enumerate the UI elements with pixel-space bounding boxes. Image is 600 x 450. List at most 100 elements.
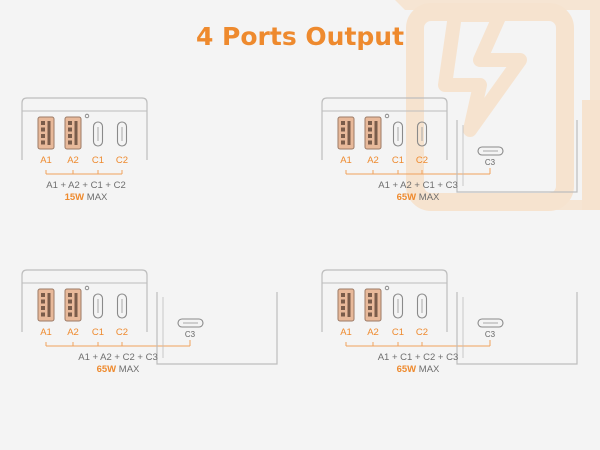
port-label: C2 [115,155,129,166]
usb-c-port-icon [477,146,504,156]
usb-a-pin [68,127,72,132]
usb-a-port-icon [37,288,55,322]
usb-a-pin [68,121,72,125]
port-label: A2 [67,155,79,166]
usb-a-pin [341,312,345,317]
usb-a-port-icon [37,116,55,150]
max-power: 65W MAX [318,192,518,203]
usb-a-pin [41,140,45,145]
usb-a-pin [368,312,372,317]
usb-a-port-icon [337,288,355,322]
port-panel [321,269,578,365]
usb-a-tongue [47,293,51,317]
indicator-dot [84,285,90,291]
usb-c-port-icon [177,318,204,328]
port-label: A1 [40,327,52,338]
power-unit: MAX [116,364,140,375]
usb-a-port-icon [64,288,82,322]
charger-body-outline [321,269,448,332]
port-label: C1 [391,155,405,166]
lightning-bolt-icon [438,8,527,137]
usb-a-pin [41,134,45,138]
port-label: C2 [415,155,429,166]
port-label: A2 [367,327,379,338]
usb-a-tongue [374,293,378,317]
usb-a-tongue [47,121,51,145]
usb-a-pin [368,127,372,132]
charger-body-outline [21,97,148,160]
usb-a-pin [68,293,72,297]
power-unit: MAX [416,364,440,375]
output-combination: A1 + A2 + C1 + C3 [378,180,458,191]
usb-a-tongue [74,293,78,317]
port-label: A2 [367,155,379,166]
usb-c-port-icon [392,293,404,319]
usb-a-pin [68,140,72,145]
usb-a-pin [341,299,345,304]
usb-a-tongue [347,293,351,317]
page-title: 4 Ports Output [195,22,405,51]
port-label: A1 [340,327,352,338]
output-combination: A1 + A2 + C1 + C2 [46,180,126,191]
power-unit: MAX [416,192,440,203]
usb-a-pin [41,121,45,125]
usb-a-pin [368,134,372,138]
usb-c-port-icon [392,121,404,147]
max-power: 15W MAX [0,192,186,203]
usb-a-pin [341,134,345,138]
usb-c-port-icon [92,121,104,147]
max-power: 65W MAX [318,364,518,375]
usb-a-pin [341,293,345,297]
usb-a-pin [41,127,45,132]
usb-a-port-icon [364,116,382,150]
usb-c-port-icon [416,121,428,147]
port-label-c3: C3 [184,330,196,339]
output-combination: A1 + C1 + C2 + C3 [377,352,459,363]
watermark-bar [582,100,600,210]
usb-a-pin [368,293,372,297]
indicator-dot [84,113,90,119]
power-value: 65W [396,192,417,203]
usb-c-port-icon [116,293,128,319]
port-label: C2 [115,327,129,338]
usb-a-pin [368,299,372,304]
usb-a-pin [368,306,372,310]
max-power: 65W MAX [18,364,218,375]
usb-c-port-icon [92,293,104,319]
power-unit: MAX [84,192,108,203]
port-label: A1 [340,155,352,166]
usb-a-port-icon [364,288,382,322]
usb-a-pin [41,312,45,317]
usb-c-port-icon [116,121,128,147]
power-value: 15W [64,192,85,203]
power-value: 65W [96,364,117,375]
usb-a-tongue [374,121,378,145]
usb-a-tongue [347,121,351,145]
usb-a-port-icon [337,116,355,150]
usb-a-pin [68,134,72,138]
port-label: C2 [415,327,429,338]
usb-a-pin [341,127,345,132]
usb-a-pin [41,293,45,297]
port-panel [21,269,278,365]
indicator-dot [384,285,390,291]
usb-a-pin [368,121,372,125]
usb-a-pin [341,306,345,310]
port-label: A1 [40,155,52,166]
extension-outline [156,292,278,365]
lightning-bolt-icon [395,0,600,211]
usb-a-tongue [74,121,78,145]
usb-a-pin [341,140,345,145]
port-panel [21,97,148,175]
port-panel [321,97,578,193]
charger-body-outline [321,97,448,160]
port-label: A2 [67,327,79,338]
port-label-c3: C3 [484,330,496,339]
port-label: C1 [91,327,105,338]
port-label: C1 [91,155,105,166]
output-combination: A1 + A2 + C2 + C3 [78,352,158,363]
power-value: 65W [396,364,417,375]
usb-a-pin [68,306,72,310]
usb-a-pin [41,299,45,304]
